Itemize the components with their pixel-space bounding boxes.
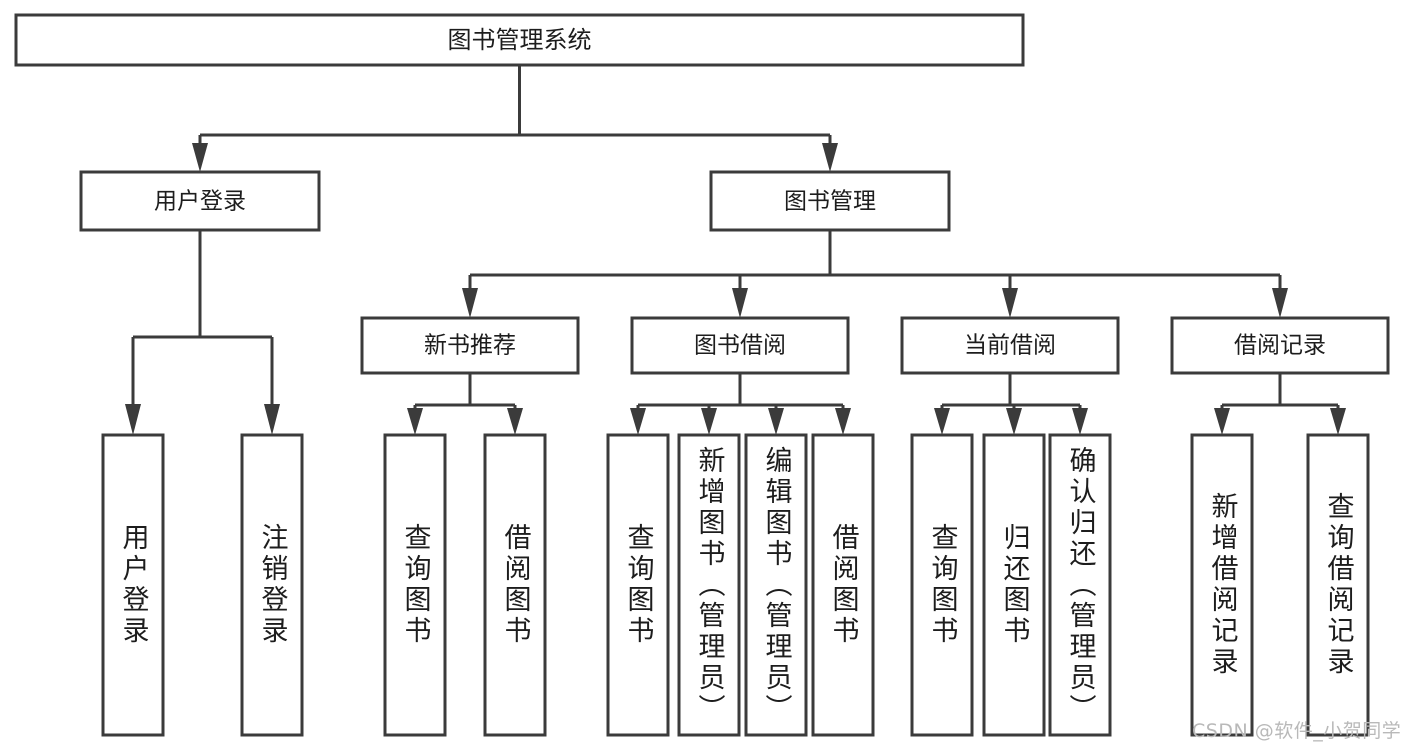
arrowhead-current-borrow (1002, 288, 1018, 318)
connector-group-root (192, 65, 838, 172)
node-leaf-logout-box[interactable] (240, 433, 304, 737)
watermark-text: CSDN @软件_小贺同学 (1192, 720, 1402, 742)
node-leaf-query-book-3-box[interactable] (910, 433, 974, 737)
node-leaf-user-login-box[interactable] (101, 433, 165, 737)
arrowhead-leaf-query-book-1 (407, 408, 423, 435)
connector-group-new-book-recommend (407, 373, 523, 435)
arrowhead-leaf-borrow-book-1 (507, 408, 523, 435)
arrowhead-leaf-query-book-2 (630, 408, 646, 435)
node-borrow-record-label: 借阅记录 (1234, 333, 1326, 359)
node-leaf-query-book-2-box[interactable] (606, 433, 670, 737)
node-book-manage-box[interactable] (709, 170, 951, 232)
node-current-borrow[interactable]: 当前借阅 (900, 316, 1120, 375)
connector-group-user-login (125, 230, 280, 435)
connector-group-book-manage (462, 230, 1288, 318)
arrowhead-leaf-add-record (1214, 408, 1230, 435)
node-leaf-return-book-box[interactable] (982, 433, 1046, 737)
node-borrow-record[interactable]: 借阅记录 (1170, 316, 1390, 375)
node-new-book-recommend-box[interactable] (360, 316, 580, 375)
node-root-label: 图书管理系统 (448, 26, 592, 54)
node-new-book-recommend[interactable]: 新书推荐 (360, 316, 580, 375)
arrowhead-leaf-query-book-3 (934, 408, 950, 435)
arrowhead-book-manage (822, 143, 838, 172)
node-leaf-confirm-return-box[interactable] (1048, 433, 1112, 737)
node-user-login-label: 用户登录 (154, 189, 246, 215)
connector-group-current-borrow (934, 373, 1088, 435)
node-current-borrow-label: 当前借阅 (964, 333, 1056, 359)
node-book-borrow[interactable]: 图书借阅 (630, 316, 850, 375)
node-new-book-recommend-label: 新书推荐 (424, 333, 516, 359)
arrowhead-user-login (192, 143, 208, 172)
arrowhead-leaf-user-login (125, 404, 141, 435)
node-leaf-borrow-book-1-box[interactable] (483, 433, 547, 737)
node-book-manage[interactable]: 图书管理 (709, 170, 951, 232)
leaf-box-group (101, 433, 1370, 737)
node-current-borrow-box[interactable] (900, 316, 1120, 375)
node-leaf-borrow-book-2-box[interactable] (811, 433, 875, 737)
arrowhead-leaf-logout (264, 404, 280, 435)
node-user-login-box[interactable] (79, 170, 321, 232)
arrowhead-leaf-add-book (701, 408, 717, 435)
arrowhead-leaf-borrow-book-2 (835, 408, 851, 435)
connector-group-borrow-record (1214, 373, 1346, 435)
arrowhead-leaf-confirm-return (1072, 408, 1088, 435)
arrowhead-leaf-query-record (1330, 408, 1346, 435)
node-leaf-add-record-box[interactable] (1190, 433, 1254, 737)
node-borrow-record-box[interactable] (1170, 316, 1390, 375)
connector-group-book-borrow (630, 373, 851, 435)
node-book-manage-label: 图书管理 (784, 189, 876, 215)
node-leaf-query-book-1-box[interactable] (383, 433, 447, 737)
node-book-borrow-label: 图书借阅 (694, 333, 786, 359)
arrowhead-leaf-return-book (1006, 408, 1022, 435)
arrowhead-book-borrow (732, 288, 748, 318)
arrowhead-leaf-edit-book (768, 408, 784, 435)
node-root-box[interactable] (14, 13, 1025, 67)
node-leaf-query-record-box[interactable] (1306, 433, 1370, 737)
node-leaf-edit-book-box[interactable] (744, 433, 808, 737)
arrowhead-new-book-recommend (462, 288, 478, 318)
node-user-login[interactable]: 用户登录 (79, 170, 321, 232)
arrowhead-borrow-record (1272, 288, 1288, 318)
node-root[interactable]: 图书管理系统 (14, 13, 1025, 67)
node-leaf-add-book-box[interactable] (677, 433, 741, 737)
node-book-borrow-box[interactable] (630, 316, 850, 375)
